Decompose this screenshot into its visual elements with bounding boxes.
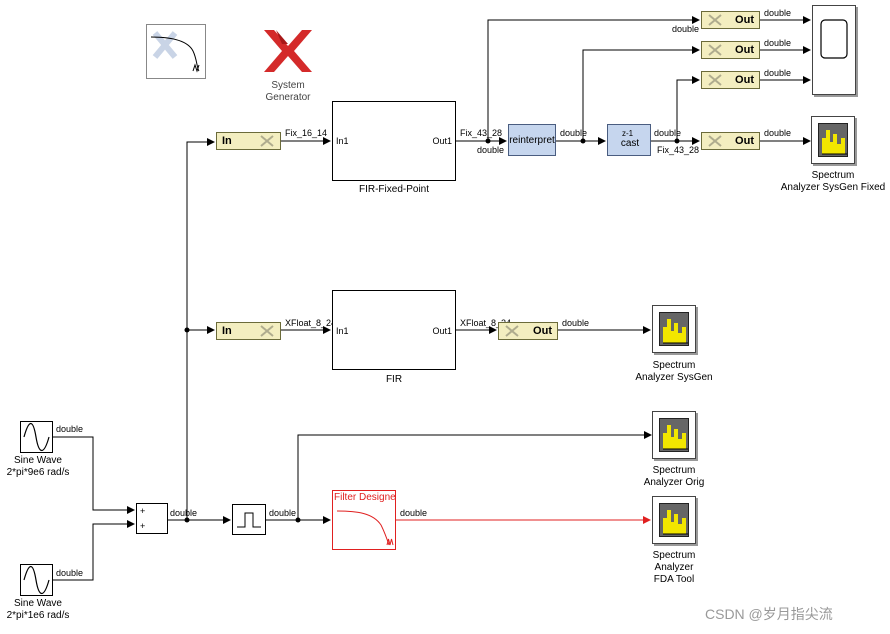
gateway-out-4-label: Out (735, 135, 754, 147)
reinterpret-block[interactable]: reinterpret (508, 124, 556, 156)
filter-designer-label: Filter Designe (334, 492, 396, 503)
reinterpret-label: reinterpret (509, 135, 555, 146)
spectrum-screen-icon (818, 123, 848, 157)
filter-response-icon (336, 510, 394, 546)
fir-label: FIR (385, 374, 403, 385)
sine-wave-1-out-type: double (56, 424, 84, 434)
gateway-out-1-label: Out (735, 14, 754, 26)
fir-fixed-in-port: In1 (336, 136, 349, 146)
gateway-out-2[interactable]: Out (701, 41, 760, 59)
spectrum-analyzer-sysgen-fixed-label1: Spectrum (811, 170, 855, 181)
cast-label: cast (620, 138, 640, 149)
system-generator-label-line2: Generator (265, 92, 311, 103)
sine-icon (23, 422, 50, 452)
spectrum-analyzer-orig[interactable] (652, 411, 696, 459)
reinterpret-out-type: double (560, 128, 588, 138)
gateway-in-1-label: In (222, 135, 232, 147)
spectrum-analyzer-orig-label1: Spectrum (652, 465, 696, 476)
scope-screen-icon (820, 19, 848, 59)
fir-fixed-point-label: FIR-Fixed-Point (358, 184, 429, 195)
fir-fixed-point-subsystem[interactable]: In1 Out1 (332, 101, 456, 181)
gateway-out-3[interactable]: Out (701, 71, 760, 89)
sine-wave-1-freq: 2*pi*9e6 rad/s (6, 467, 70, 478)
gateway-out-3-label: Out (735, 74, 754, 86)
gateway-in-1[interactable]: In (216, 132, 281, 150)
fir-fixed-out-port: Out1 (432, 136, 452, 146)
gateway-out-1-out-type: double (764, 8, 792, 18)
spectrum-screen-icon (659, 312, 689, 346)
spectrum-analyzer-fda-label1: Spectrum (652, 550, 696, 561)
reinterpret-in-type: double (477, 145, 505, 155)
cast-block[interactable]: z-1 cast (607, 124, 651, 156)
sine-wave-block-2[interactable] (20, 564, 53, 596)
spectrum-analyzer-sysgen-label1: Spectrum (652, 360, 696, 371)
spectrum-analyzer-fda-label3: FDA Tool (653, 574, 695, 585)
gateway-in-2-out-type: XFloat_8_24 (285, 318, 337, 328)
spectrum-screen-icon (659, 418, 689, 452)
fir-subsystem[interactable]: In1 Out1 (332, 290, 456, 370)
sine-wave-2-out-type: double (56, 568, 84, 578)
gateway-out-2-out-type: double (764, 38, 792, 48)
spectrum-analyzer-sysgen-fixed[interactable] (811, 116, 855, 164)
xilinx-mark-icon (708, 14, 722, 26)
sum-out-type: double (170, 508, 198, 518)
gateway-out-5-label: Out (533, 325, 552, 337)
gateway-out-1[interactable]: Out (701, 11, 760, 29)
cast-delay-label: z-1 (622, 129, 634, 138)
zoh-out-type: double (269, 508, 297, 518)
xilinx-mark-icon (708, 44, 722, 56)
xilinx-resource-estimator-block[interactable] (146, 24, 206, 79)
xilinx-mark-icon (505, 325, 519, 337)
filter-designer-out-type: double (400, 508, 428, 518)
gateway-in-2[interactable]: In (216, 322, 281, 340)
spectrum-analyzer-orig-label2: Analyzer Orig (643, 477, 705, 488)
step-icon (237, 512, 261, 528)
sine-wave-1-label: Sine Wave (14, 455, 62, 466)
sine-icon (23, 565, 50, 595)
xilinx-mark-icon (260, 135, 274, 147)
fir-out-type: XFloat_8_24 (460, 318, 512, 328)
zero-order-hold-block[interactable] (232, 504, 266, 535)
cast-out-type: double (654, 128, 682, 138)
spectrum-analyzer-sysgen-label2: Analyzer SysGen (635, 372, 713, 383)
gateway-out-5[interactable]: Out (498, 322, 558, 340)
xilinx-mark-icon (708, 74, 722, 86)
fir-in-port: In1 (336, 326, 349, 336)
gateway-out-5-out-type: double (562, 318, 590, 328)
sine-wave-2-label: Sine Wave (14, 598, 62, 609)
sum-plus-2: + (140, 521, 146, 531)
sine-wave-block-1[interactable] (20, 421, 53, 453)
watermark-text: CSDN @岁月指尖流 (705, 606, 833, 622)
spectrum-screen-icon (659, 503, 689, 537)
gateway-out-4-in-type: Fix_43_28 (657, 145, 700, 155)
xilinx-mark-icon (708, 135, 722, 147)
sum-plus-1: + (140, 506, 146, 516)
spectrum-analyzer-sysgen[interactable] (652, 305, 696, 353)
scope-block[interactable] (812, 5, 856, 95)
gateway-out-4[interactable]: Out (701, 132, 760, 150)
spectrum-analyzer-fda-label2: Analyzer (654, 562, 694, 573)
system-generator-label-line1: System (271, 80, 305, 91)
spectrum-analyzer-sysgen-fixed-label2: Analyzer SysGen Fixed (780, 182, 886, 193)
xilinx-logo-icon (264, 30, 312, 72)
spectrum-analyzer-fda[interactable] (652, 496, 696, 544)
gateway-out-3-out-type: double (764, 68, 792, 78)
curve-icon (150, 31, 200, 73)
filter-designer-block[interactable]: Filter Designe (332, 490, 396, 550)
system-generator-token[interactable]: System Generator (258, 26, 318, 106)
gateway-out-4-out-type: double (764, 128, 792, 138)
fir-fixed-out-type: Fix_43_28 (460, 128, 503, 138)
gateway-out-2-label: Out (735, 44, 754, 56)
gateway-in-2-label: In (222, 325, 232, 337)
sum-block[interactable]: + + (136, 503, 168, 534)
gateway-out-1-in-type: double (672, 24, 700, 34)
fir-out-port: Out1 (432, 326, 452, 336)
xilinx-mark-icon (260, 325, 274, 337)
sine-wave-2-freq: 2*pi*1e6 rad/s (6, 610, 70, 621)
gateway-in-1-out-type: Fix_16_14 (285, 128, 328, 138)
